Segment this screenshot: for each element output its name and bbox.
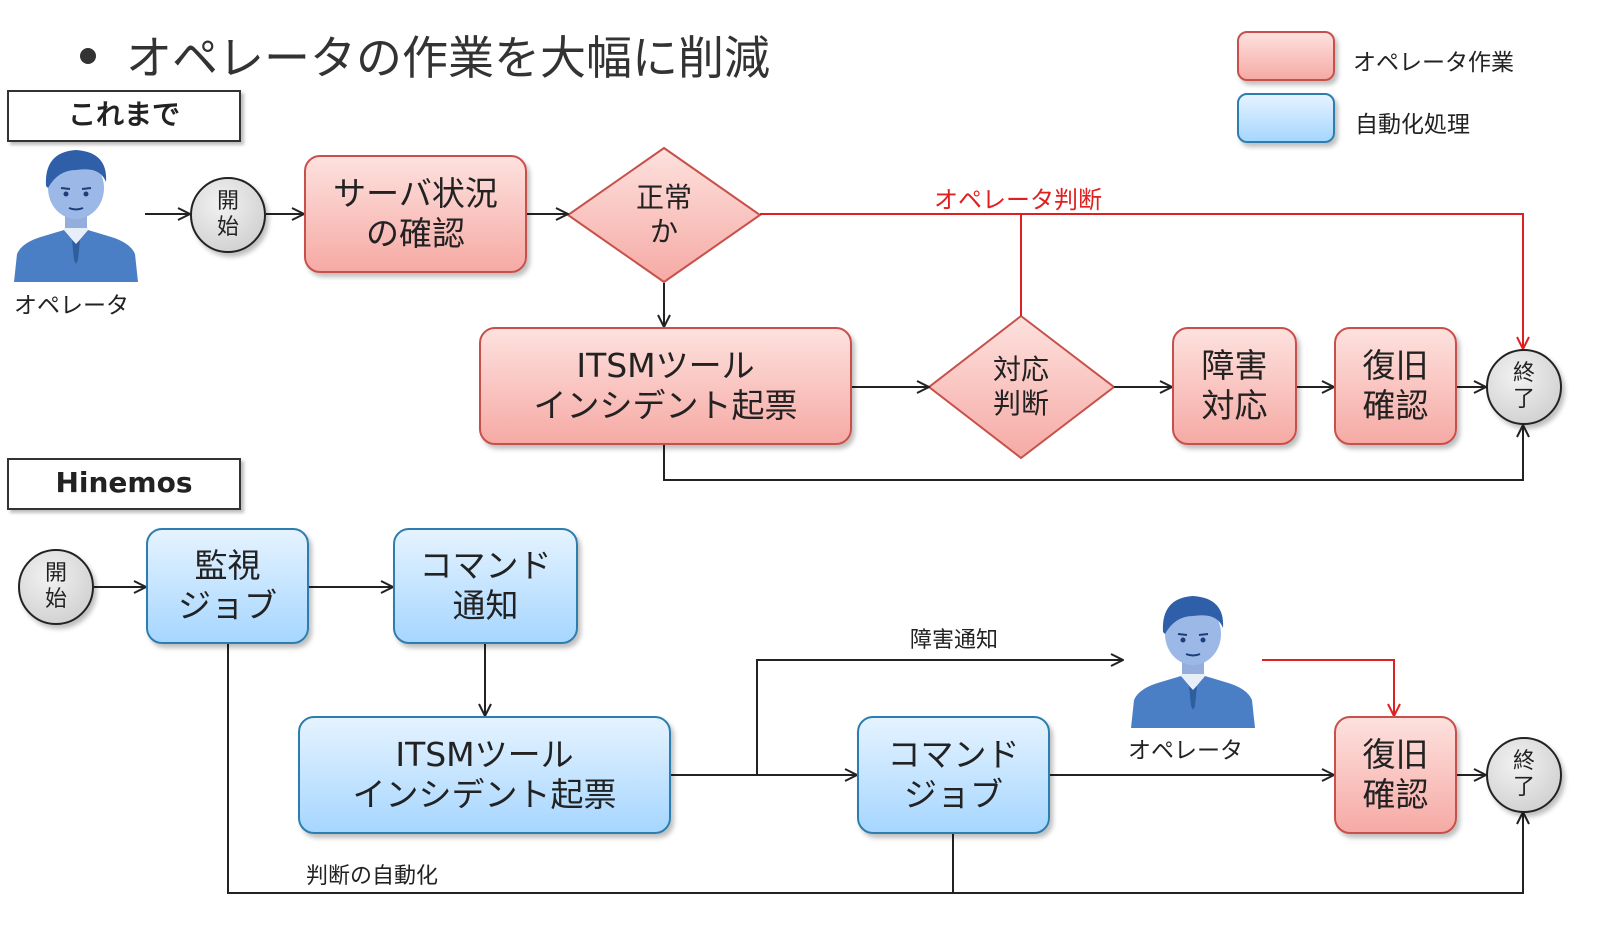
legend-auto-label: 自動化処理 bbox=[1355, 112, 1470, 138]
operator-label-before: オペレータ bbox=[14, 293, 129, 319]
normal-decision-label: 正常 か bbox=[635, 181, 692, 248]
operator-label-after: オペレータ bbox=[1128, 738, 1243, 764]
itsm-incident-box-after: ITSMツール インシデント起票 bbox=[298, 716, 671, 834]
response-judgement-label: 対応 判断 bbox=[992, 353, 1049, 420]
check-server-status-box: サーバ状況 の確認 bbox=[304, 155, 527, 273]
response-judgement-diamond bbox=[927, 314, 1116, 460]
start-node-after: 開 始 bbox=[18, 549, 94, 625]
monitor-job-box: 監視 ジョブ bbox=[146, 528, 309, 644]
operator-person-icon bbox=[14, 150, 138, 282]
end-node-before: 終 了 bbox=[1486, 349, 1562, 425]
end-node-after: 終 了 bbox=[1486, 737, 1562, 813]
section-label-before: これまで bbox=[7, 90, 241, 142]
operator-person-icon bbox=[1131, 596, 1255, 728]
failure-notify-label: 障害通知 bbox=[910, 628, 999, 653]
start-node-before: 開 始 bbox=[190, 177, 266, 253]
command-job-box: コマンド ジョブ bbox=[857, 716, 1050, 834]
legend-operator-label: オペレータ作業 bbox=[1353, 50, 1514, 76]
legend-auto-swatch bbox=[1237, 93, 1335, 143]
itsm-incident-box-before: ITSMツール インシデント起票 bbox=[479, 327, 852, 445]
auto-judgement-label: 判断の自動化 bbox=[306, 864, 439, 889]
operator-judgement-label: オペレータ判断 bbox=[934, 186, 1102, 214]
command-notify-box: コマンド 通知 bbox=[393, 528, 578, 644]
bullet-icon bbox=[80, 47, 96, 64]
page-title-text: オペレータの作業を大幅に削減 bbox=[126, 31, 770, 85]
legend-operator-swatch bbox=[1237, 31, 1335, 81]
page-title: オペレータの作業を大幅に削減 bbox=[80, 22, 770, 88]
recovery-check-box-after: 復旧 確認 bbox=[1334, 716, 1457, 834]
section-label-hinemos: Hinemos bbox=[7, 458, 241, 510]
incident-response-box: 障害 対応 bbox=[1172, 327, 1297, 445]
normal-decision-diamond bbox=[566, 146, 762, 284]
recovery-check-box-before: 復旧 確認 bbox=[1334, 327, 1457, 445]
